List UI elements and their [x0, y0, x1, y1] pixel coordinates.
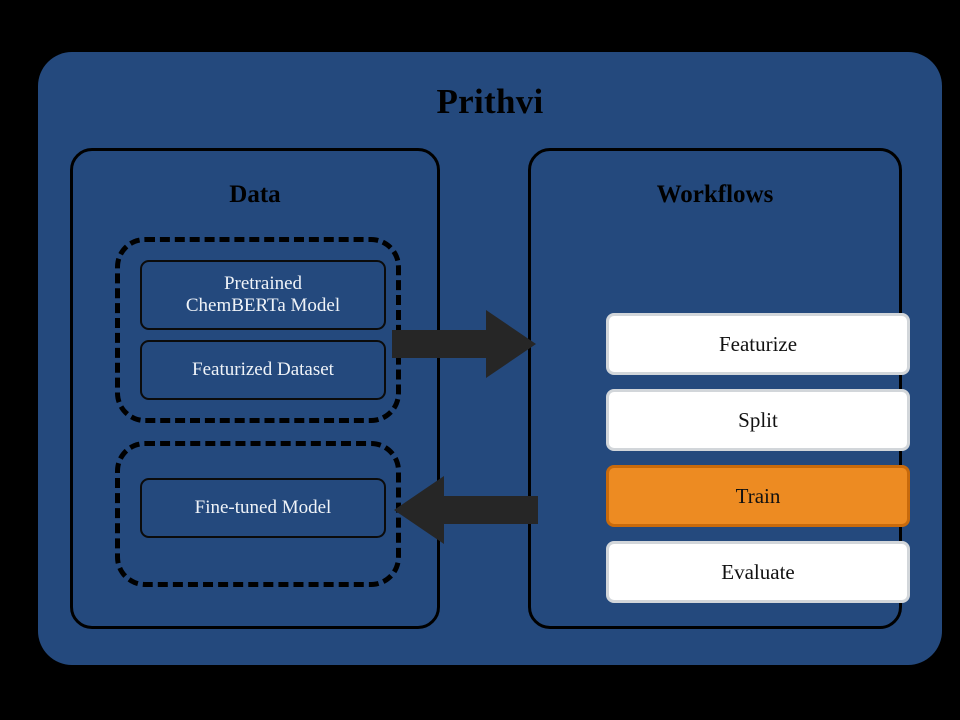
- workflow-step-split[interactable]: Split: [606, 389, 910, 451]
- data-box-pretrained-chemberta[interactable]: Pretrained ChemBERTa Model: [140, 260, 386, 330]
- data-box-pretrained-label: Pretrained ChemBERTa Model: [186, 273, 340, 316]
- data-outputs-group: Fine-tuned Model: [115, 441, 401, 587]
- prithvi-container: Prithvi Data Pretrained ChemBERTa Model …: [38, 52, 942, 665]
- workflow-step-evaluate[interactable]: Evaluate: [606, 541, 910, 603]
- workflows-panel: Workflows Featurize Split Train Evaluate: [528, 148, 910, 629]
- page-title: Prithvi: [436, 82, 544, 121]
- data-inputs-group: Pretrained ChemBERTa Model Featurized Da…: [115, 237, 401, 423]
- pretrained-line2: ChemBERTa Model: [185, 295, 341, 316]
- pretrained-line1: Pretrained: [223, 273, 303, 295]
- data-panel-title: Data: [229, 181, 281, 208]
- arrow-right-data-to-workflows: [392, 310, 536, 378]
- data-panel: Data Pretrained ChemBERTa Model Featuriz…: [70, 148, 440, 629]
- data-box-fine-tuned-model[interactable]: Fine-tuned Model: [140, 478, 386, 538]
- data-box-featurized-dataset[interactable]: Featurized Dataset: [140, 340, 386, 400]
- workflow-step-train[interactable]: Train: [606, 465, 910, 527]
- workflows-panel-title: Workflows: [656, 181, 774, 208]
- arrow-left-workflows-to-data: [394, 476, 538, 544]
- workflow-step-list: Featurize Split Train Evaluate: [606, 313, 910, 617]
- workflow-step-featurize[interactable]: Featurize: [606, 313, 910, 375]
